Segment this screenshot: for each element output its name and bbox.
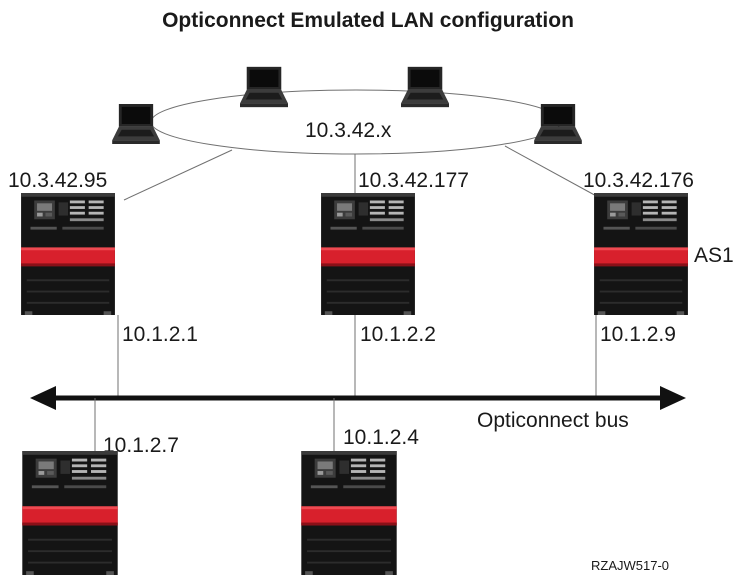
server-1: [21, 193, 115, 315]
laptop-2: [240, 66, 288, 108]
bus-label: Opticonnect bus: [477, 409, 629, 432]
server-2-lan-ip: 10.3.42.177: [358, 169, 469, 192]
laptop-1: [112, 104, 160, 144]
figure-id: RZAJW517-0: [591, 558, 669, 573]
server-4: [22, 451, 118, 575]
bus-arrow-right-icon: [660, 386, 686, 410]
bus-arrow-left-icon: [30, 386, 56, 410]
server-2: [321, 193, 415, 315]
server-4-bus-ip: 10.1.2.7: [103, 434, 179, 457]
server-5: [301, 451, 397, 575]
laptop-3: [401, 66, 449, 108]
server-2-bus-ip: 10.1.2.2: [360, 323, 436, 346]
server-3: [594, 193, 688, 315]
laptop-4: [534, 104, 582, 144]
server-5-bus-ip: 10.1.2.4: [343, 426, 419, 449]
server-3-name: AS1: [694, 244, 734, 267]
server-3-bus-ip: 10.1.2.9: [600, 323, 676, 346]
server-3-lan-ip: 10.3.42.176: [583, 169, 694, 192]
lan-network-label: 10.3.42.x: [305, 119, 392, 142]
server-1-bus-ip: 10.1.2.1: [122, 323, 198, 346]
server-1-lan-ip: 10.3.42.95: [8, 169, 107, 192]
lan-link-3: [504, 145, 601, 199]
diagram-title: Opticonnect Emulated LAN configuration: [162, 9, 574, 32]
lan-link-1: [123, 149, 233, 201]
